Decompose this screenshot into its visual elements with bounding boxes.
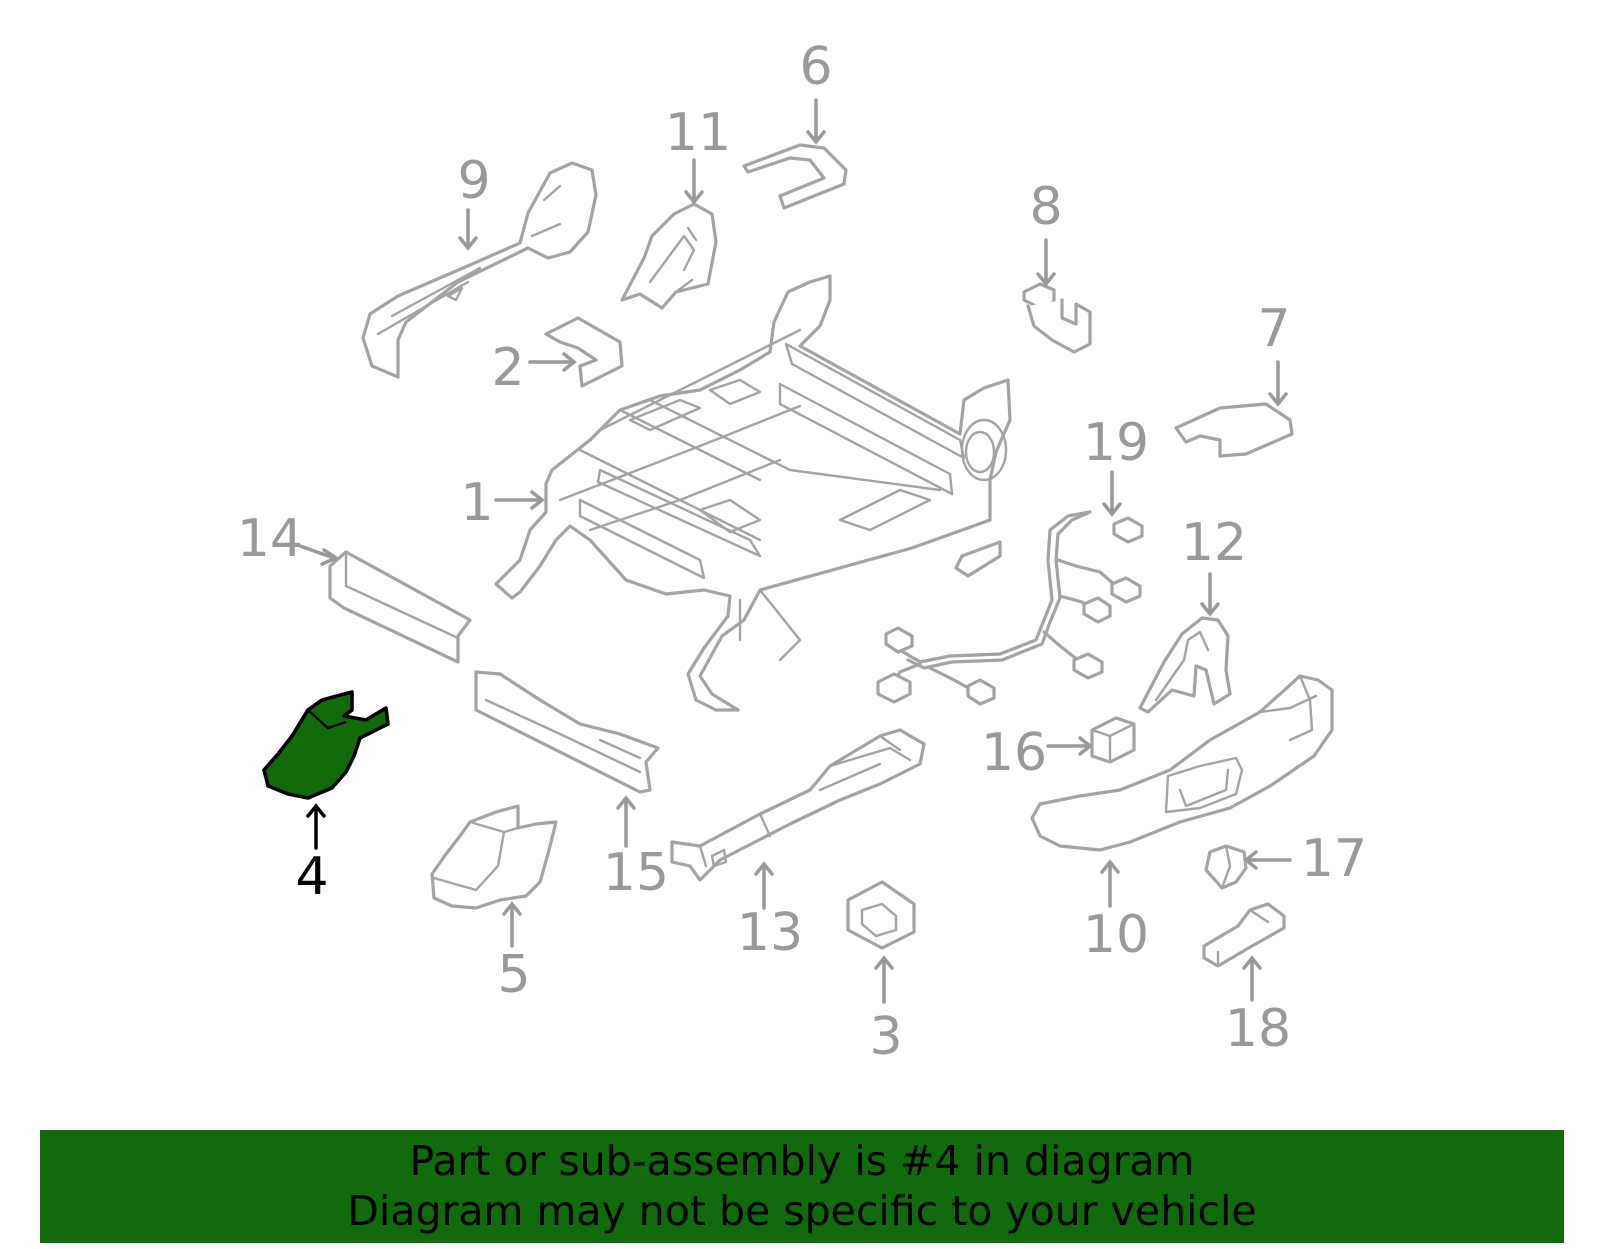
part-10-shape[interactable] bbox=[1030, 674, 1334, 852]
part-9-shape[interactable] bbox=[361, 161, 598, 379]
callout-13: 13 bbox=[737, 903, 803, 963]
arrow-3 bbox=[874, 955, 894, 1004]
arrow-13 bbox=[754, 861, 774, 910]
arrow-12 bbox=[1200, 572, 1220, 617]
part-2-shape[interactable] bbox=[544, 316, 624, 388]
callout-1: 1 bbox=[460, 473, 493, 533]
arrow-19 bbox=[1102, 470, 1122, 517]
callout-15: 15 bbox=[603, 843, 669, 903]
arrow-9 bbox=[458, 208, 478, 251]
arrow-15 bbox=[616, 795, 636, 848]
info-banner: Part or sub-assembly is #4 in diagram Di… bbox=[40, 1130, 1564, 1243]
callout-14: 14 bbox=[237, 509, 303, 569]
arrow-8 bbox=[1036, 238, 1056, 287]
arrow-16 bbox=[1046, 736, 1093, 756]
part-18-shape[interactable] bbox=[1202, 902, 1286, 968]
arrow-10 bbox=[1100, 859, 1120, 908]
callout-8: 8 bbox=[1029, 177, 1062, 237]
arrow-17 bbox=[1243, 850, 1292, 870]
banner-line-2: Diagram may not be specific to your vehi… bbox=[347, 1187, 1257, 1235]
arrow-4 bbox=[306, 803, 326, 850]
part-19-shape[interactable] bbox=[876, 510, 1144, 706]
callout-7: 7 bbox=[1257, 299, 1290, 359]
part-3-shape[interactable] bbox=[846, 880, 916, 950]
part-4-shape[interactable] bbox=[262, 690, 390, 800]
callout-labels: 9 11 6 2 8 7 1 19 12 14 16 17 4 5 15 13 … bbox=[237, 37, 1367, 1067]
arrow-6 bbox=[806, 98, 826, 145]
arrow-7 bbox=[1268, 360, 1288, 407]
part-6-shape[interactable] bbox=[742, 143, 848, 210]
part-15-shape[interactable] bbox=[474, 670, 660, 794]
callout-19: 19 bbox=[1083, 413, 1149, 473]
part-12-shape[interactable] bbox=[1138, 616, 1232, 714]
part-13-shape[interactable] bbox=[670, 728, 926, 882]
callout-3: 3 bbox=[869, 1007, 902, 1067]
leader-arrows bbox=[298, 98, 1292, 1004]
part-8-shape[interactable] bbox=[1022, 282, 1092, 354]
callout-16: 16 bbox=[981, 723, 1047, 783]
arrow-14 bbox=[298, 544, 340, 566]
part-5-shape[interactable] bbox=[430, 804, 558, 910]
callout-12: 12 bbox=[1181, 513, 1247, 573]
arrow-5 bbox=[502, 901, 522, 948]
arrow-1 bbox=[494, 490, 545, 510]
part-7-shape[interactable] bbox=[1174, 402, 1294, 458]
callout-4: 4 bbox=[295, 847, 328, 907]
arrow-2 bbox=[528, 352, 577, 372]
callout-6: 6 bbox=[799, 37, 832, 97]
arrow-11 bbox=[684, 158, 704, 205]
arrow-18 bbox=[1242, 955, 1262, 1002]
callout-18: 18 bbox=[1225, 999, 1291, 1059]
callout-17: 17 bbox=[1301, 829, 1367, 889]
part-1-shape[interactable] bbox=[494, 274, 1012, 712]
part-14-shape[interactable] bbox=[328, 550, 472, 664]
part-17-shape[interactable] bbox=[1204, 844, 1248, 890]
callout-11: 11 bbox=[665, 103, 731, 163]
callout-9: 9 bbox=[457, 151, 490, 211]
callout-5: 5 bbox=[497, 945, 530, 1005]
callout-2: 2 bbox=[491, 338, 524, 398]
callout-10: 10 bbox=[1083, 905, 1149, 965]
part-16-shape[interactable] bbox=[1090, 716, 1136, 764]
banner-line-1: Part or sub-assembly is #4 in diagram bbox=[409, 1137, 1195, 1185]
part-11-shape[interactable] bbox=[620, 202, 718, 310]
